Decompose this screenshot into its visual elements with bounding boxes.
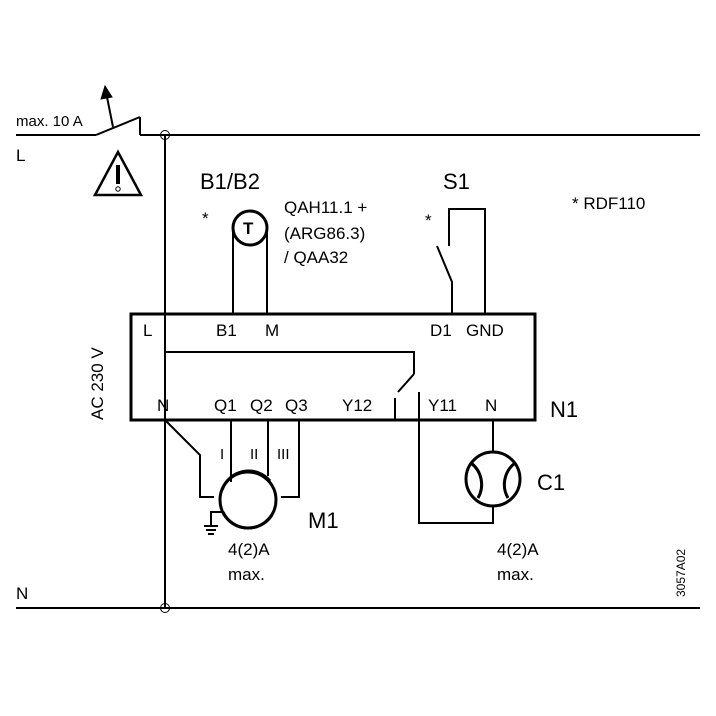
bottom-terminals: N Q1 Q2 Q3 Y12 Y11 N <box>157 396 497 415</box>
terminal-q1: Q1 <box>214 396 237 415</box>
switch-note-mark: * <box>425 211 432 230</box>
terminal-m: M <box>265 321 279 340</box>
ground-icon <box>204 525 218 535</box>
compressor-symbol <box>464 450 522 508</box>
sensor-model-2: (ARG86.3) <box>284 224 365 243</box>
footnote: * RDF110 <box>572 194 645 213</box>
terminal-y12: Y12 <box>342 396 372 415</box>
terminal-n2: N <box>485 396 497 415</box>
supply-voltage-label: AC 230 V <box>88 347 107 420</box>
switch-designation: S1 <box>443 169 470 194</box>
terminal-gnd: GND <box>466 321 504 340</box>
terminal-n: N <box>157 396 169 415</box>
winding-label-1: I <box>220 446 224 463</box>
warning-triangle-icon <box>92 149 144 197</box>
sensor-model-3: / QAA32 <box>284 248 348 267</box>
sensor-model-1: QAH11.1 + <box>284 198 367 217</box>
terminal-q3: Q3 <box>285 396 308 415</box>
compressor-designation: C1 <box>537 470 565 495</box>
controller-designation: N1 <box>550 397 578 422</box>
sensor-designation: B1/B2 <box>200 169 260 194</box>
supply-line <box>16 84 700 136</box>
junction-dot-top <box>160 130 170 140</box>
compressor-rating: 4(2)A <box>497 540 539 559</box>
sensor: T <box>231 209 269 314</box>
fuse-label: max. 10 A <box>16 113 83 130</box>
line-label: L <box>16 146 25 165</box>
fan-motor-rating: 4(2)A <box>228 540 270 559</box>
compressor-rating-suffix: max. <box>497 565 534 584</box>
compressor-wiring <box>418 420 494 524</box>
terminal-b1: B1 <box>216 321 237 340</box>
sensor-symbol-letter: T <box>243 219 254 238</box>
fan-motor-wiring <box>164 419 300 535</box>
top-terminals: L B1 M D1 GND <box>143 321 504 340</box>
terminal-q2: Q2 <box>250 396 273 415</box>
junction-dot-bottom <box>160 603 170 613</box>
winding-label-3: III <box>277 446 290 463</box>
terminal-d1: D1 <box>430 321 452 340</box>
controller-box <box>129 312 537 422</box>
switch-s1 <box>436 208 486 314</box>
terminal-l: L <box>143 321 152 340</box>
fan-motor-symbol <box>218 469 278 530</box>
fuse-switch-blade <box>95 116 141 136</box>
internal-l-wire <box>164 335 415 374</box>
neutral-label: N <box>16 584 28 603</box>
fan-motor-rating-suffix: max. <box>228 565 265 584</box>
relay-contact <box>397 373 415 393</box>
fan-motor-designation: M1 <box>308 508 339 533</box>
terminal-y11: Y11 <box>428 396 457 415</box>
sensor-note-mark: * <box>202 209 209 228</box>
drawing-number: 3057A02 <box>674 549 688 597</box>
winding-label-2: II <box>250 446 258 463</box>
